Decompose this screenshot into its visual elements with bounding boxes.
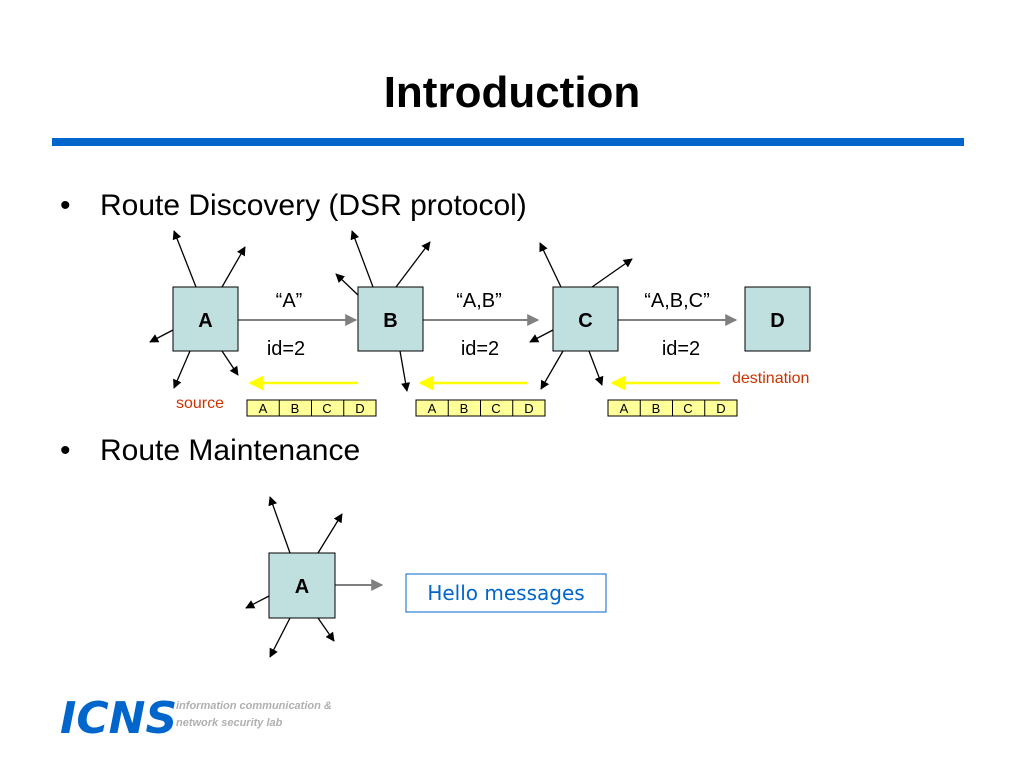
route-cell: D [524,401,533,416]
bullet-text: Route Discovery (DSR protocol) [100,189,527,222]
logo-tagline-2: network security lab [176,717,283,729]
source-label: source [176,395,224,412]
route-cell: D [355,401,364,416]
node-d: D [744,286,811,352]
route-cell: B [460,401,469,416]
route-cell: A [259,401,268,416]
route-cell: A [428,401,437,416]
id-label: id=2 [662,338,700,360]
broadcast-arrows [149,230,633,392]
bullet-dot: • [60,189,71,222]
node-label: B [383,310,397,332]
route-record-2: A B C D [415,399,546,417]
bullet-dot: • [60,434,71,467]
node-a: A [172,286,239,352]
icns-logo: ICNS information communication & network… [60,693,332,744]
route-cell: B [652,401,661,416]
message-label: “A” [276,290,303,312]
node-label: A [198,310,212,332]
route-cell: A [620,401,629,416]
node-c: C [552,286,619,352]
slide-title: Introduction [383,68,641,117]
hello-messages-label: Hello messages [427,581,584,605]
node-label: A [295,576,309,598]
id-label: id=2 [267,338,305,360]
bullet-text: Route Maintenance [100,434,361,467]
maintenance-node-a: A [268,552,336,619]
node-label: D [770,310,784,332]
route-cell: D [716,401,725,416]
route-cell: C [322,401,331,416]
hello-messages-box: Hello messages [405,573,607,613]
message-label: “A,B,C” [644,290,710,312]
route-record-1: A B C D [246,399,377,417]
destination-label: destination [732,370,809,387]
route-cell: B [291,401,300,416]
logo-text: ICNS [60,693,177,744]
node-b: B [357,286,424,352]
id-label: id=2 [461,338,499,360]
message-label: “A,B” [456,290,502,312]
route-record-3: A B C D [607,399,738,417]
title-underline [52,138,964,146]
maintenance-arrows [245,496,343,658]
route-cell: C [683,401,692,416]
logo-tagline-1: information communication & [176,700,332,712]
node-label: C [578,310,592,332]
route-cell: C [491,401,500,416]
